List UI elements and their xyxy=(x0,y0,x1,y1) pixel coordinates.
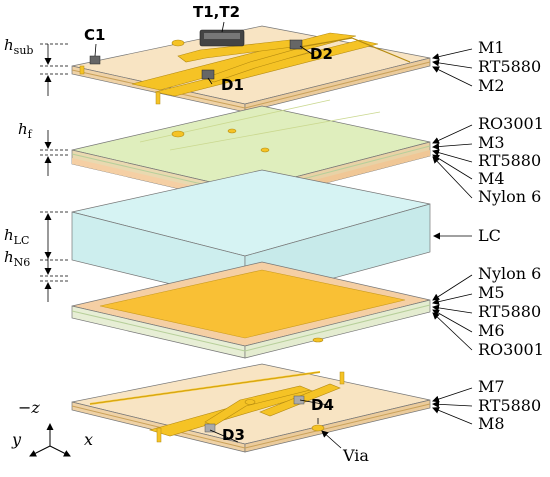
top-components xyxy=(89,29,303,80)
label-t1t2: T1,T2 xyxy=(193,3,241,21)
label-m2: M2 xyxy=(478,76,505,95)
label-m1: M1 xyxy=(478,38,505,57)
axis-y: y xyxy=(12,430,22,449)
right-leader-arrows xyxy=(432,48,473,425)
label-via: Via xyxy=(343,446,369,465)
component-leaders xyxy=(94,21,342,449)
dim-h-n6-subscript: N6 xyxy=(13,256,31,269)
label-d3: D3 xyxy=(222,426,245,444)
label-nylon6-a: Nylon 6 xyxy=(478,187,542,206)
axis-neg-z: −z xyxy=(18,398,40,417)
dim-h-lc-symbol: h xyxy=(4,226,14,244)
label-nylon6-b: Nylon 6 xyxy=(478,264,542,283)
dim-h-lc: hLC xyxy=(4,226,30,247)
axis-x: x xyxy=(84,430,94,449)
dim-h-sub: hsub xyxy=(4,36,34,57)
coordinate-axes xyxy=(29,423,71,457)
label-rt5880-b: RT5880 xyxy=(478,151,542,170)
dim-h-n6-symbol: h xyxy=(4,248,14,266)
label-m8: M8 xyxy=(478,414,505,433)
label-c1: C1 xyxy=(84,26,106,44)
label-m6: M6 xyxy=(478,321,505,340)
label-m7: M7 xyxy=(478,377,505,396)
label-ro3001-a: RO3001 xyxy=(478,114,544,133)
label-d1: D1 xyxy=(221,76,244,94)
label-d4: D4 xyxy=(311,396,334,414)
left-dimension-markers xyxy=(40,43,68,302)
label-rt5880-a: RT5880 xyxy=(478,57,542,76)
label-lc: LC xyxy=(478,226,501,245)
dim-h-f: hf xyxy=(18,120,32,141)
dim-h-f-subscript: f xyxy=(27,128,32,141)
lower-substrate-layer xyxy=(71,261,431,359)
dim-h-lc-subscript: LC xyxy=(13,234,30,247)
dim-h-f-symbol: h xyxy=(18,120,28,138)
label-rt5880-d: RT5880 xyxy=(478,396,542,415)
dim-h-sub-symbol: h xyxy=(4,36,14,54)
label-rt5880-c: RT5880 xyxy=(478,302,542,321)
label-d2: D2 xyxy=(310,45,333,63)
dim-h-sub-subscript: sub xyxy=(13,44,34,57)
dim-h-n6: hN6 xyxy=(4,248,31,269)
label-ro3001-b: RO3001 xyxy=(478,340,544,359)
label-m3: M3 xyxy=(478,133,505,152)
label-m5: M5 xyxy=(478,283,505,302)
label-m4: M4 xyxy=(478,169,505,188)
